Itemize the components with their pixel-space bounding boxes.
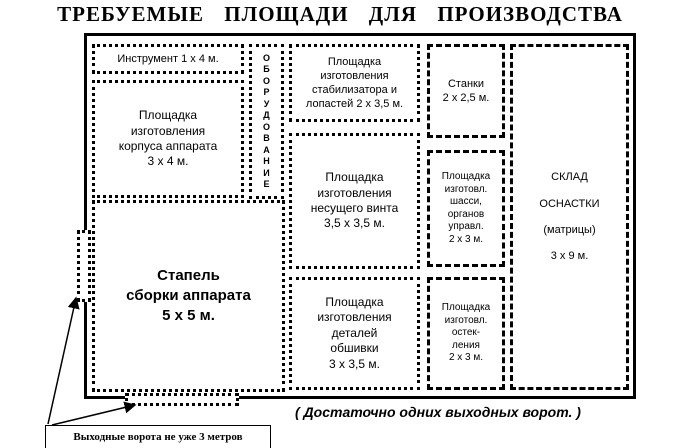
zone-chassis-line: шасси, xyxy=(450,196,482,207)
zone-machines-line: 2 х 2,5 м. xyxy=(442,92,490,104)
zone-glazing-line: изготовл. xyxy=(444,314,488,326)
equipment-letter: В xyxy=(263,133,270,143)
zone-skin-line: деталей xyxy=(331,325,378,340)
zone-machines: Станки 2 х 2,5 м. xyxy=(427,44,505,138)
equipment-letter: И xyxy=(263,167,270,178)
equipment-letter: А xyxy=(263,144,270,155)
zone-glazing-line: ления xyxy=(452,339,480,351)
zone-stapel-line: Стапель xyxy=(157,267,220,285)
zone-skin-line: Площадка xyxy=(325,295,384,310)
zone-equipment: О Б О Р У Д О В А Н И Е xyxy=(249,44,284,199)
zone-instrument: Инструмент 1 х 4 м. xyxy=(92,44,244,74)
zone-skin: Площадка изготовления деталей обшивки 3 … xyxy=(289,277,420,390)
equipment-letter: Д xyxy=(263,110,270,120)
zone-body-line: 3 х 4 м. xyxy=(147,154,189,169)
zone-body-line: Площадка xyxy=(138,108,198,123)
zone-stabilizer-line: лопастей 2 х 3,5 м. xyxy=(305,98,404,111)
zone-stabilizer-line: стабилизатора и xyxy=(312,84,397,96)
zone-chassis: Площадка изготовл. шасси, органов управл… xyxy=(427,150,505,267)
arrow-to-bottom-gate xyxy=(51,401,137,426)
zone-rotor: Площадка изготовления несущего винта 3,5… xyxy=(289,133,420,269)
zone-warehouse-line: СКЛАД xyxy=(551,171,588,184)
zone-skin-line: 3 х 3,5 м. xyxy=(329,356,380,371)
zone-warehouse: СКЛАД ОСНАСТКИ (матрицы) 3 х 9 м. xyxy=(510,44,629,390)
zone-glazing-line: остек- xyxy=(451,327,481,339)
zone-glazing-line: Площадка xyxy=(441,302,491,314)
equipment-letter: У xyxy=(263,98,270,109)
zone-chassis-line: 2 х 3 м. xyxy=(448,233,484,245)
zone-body-line: корпуса аппарата xyxy=(118,139,218,153)
zone-chassis-line: изготовл. xyxy=(444,183,488,195)
zone-instrument-label: Инструмент 1 х 4 м. xyxy=(117,52,219,65)
page-title: ТРЕБУЕМЫЕ ПЛОЩАДИ ДЛЯ ПРОИЗВОДСТВА xyxy=(57,2,623,26)
zone-rotor-line: Площадка xyxy=(325,170,384,185)
zone-chassis-line: органов xyxy=(447,208,485,220)
workshop-outline xyxy=(84,33,636,399)
arrow-to-side-gate xyxy=(47,296,80,425)
zone-glazing: Площадка изготовл. остек- ления 2 х 3 м. xyxy=(427,277,505,390)
equipment-letter: Р xyxy=(263,87,270,97)
equipment-letter: Б xyxy=(263,64,270,74)
zone-rotor-line: изготовления xyxy=(317,185,392,200)
zone-body-line: изготовления xyxy=(130,123,206,138)
zone-machines-line: Станки xyxy=(447,77,484,90)
zone-body: Площадка изготовления корпуса аппарата 3… xyxy=(92,80,244,198)
zone-warehouse-line: (матрицы) xyxy=(543,224,596,236)
equipment-letter: О xyxy=(262,75,270,86)
zone-rotor-line: 3,5 х 3,5 м. xyxy=(324,216,385,231)
side-gate xyxy=(77,230,91,302)
zone-stapel-line: сборки аппарата xyxy=(126,287,251,305)
zone-chassis-line: управл. xyxy=(448,221,484,232)
zone-chassis-line: Площадка xyxy=(441,171,491,182)
equipment-letter: О xyxy=(262,121,270,132)
equipment-letter: О xyxy=(262,52,270,63)
equipment-letter: Е xyxy=(263,179,270,189)
zone-stapel: Стапель сборки аппарата 5 х 5 м. xyxy=(92,200,285,392)
zone-warehouse-line: 3 х 9 м. xyxy=(550,250,589,263)
zone-stabilizer-line: изготовления xyxy=(320,69,389,82)
bottom-gate xyxy=(125,393,239,406)
zone-stabilizer: Площадка изготовления стабилизатора и ло… xyxy=(289,44,420,122)
gates-note: ( Достаточно одних выходных ворот. ) xyxy=(295,404,581,420)
zone-warehouse-line: ОСНАСТКИ xyxy=(539,197,600,210)
zone-skin-line: изготовления xyxy=(317,310,392,325)
equipment-letter: Н xyxy=(263,156,270,166)
zone-skin-line: обшивки xyxy=(330,341,379,356)
gate-label: Выходные ворота не уже 3 метров xyxy=(45,425,271,448)
zone-stapel-line: 5 х 5 м. xyxy=(162,306,215,324)
zone-stabilizer-line: Площадка xyxy=(327,55,382,68)
zone-glazing-line: 2 х 3 м. xyxy=(448,352,484,364)
zone-rotor-line: несущего винта xyxy=(310,201,399,215)
